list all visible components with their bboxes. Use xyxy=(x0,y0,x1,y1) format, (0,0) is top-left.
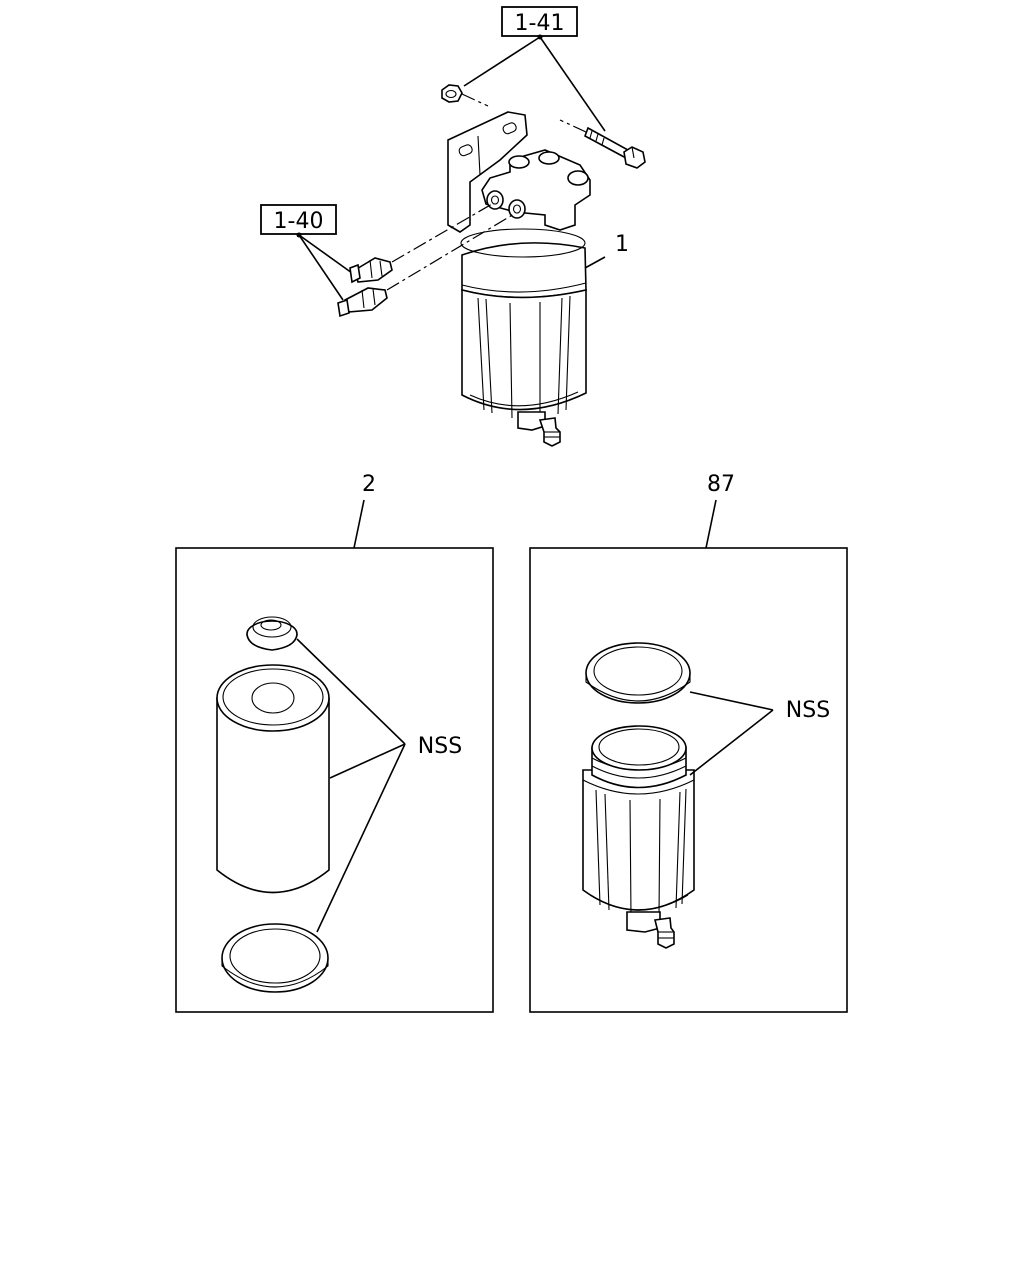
bowl-kit-drawing xyxy=(582,642,695,949)
callout-element-2: 2 xyxy=(362,472,376,497)
leader-2 xyxy=(353,499,365,549)
bowl-kit-panel xyxy=(529,547,848,1013)
filter-assembly-drawing xyxy=(337,84,646,447)
callout-nss-right: NSS xyxy=(786,698,830,723)
banjo-fittings xyxy=(337,257,393,318)
filter-bowl-body xyxy=(460,228,587,447)
leader-1-40 xyxy=(296,232,353,301)
callout-bowl-87: 87 xyxy=(707,472,735,497)
element-kit-drawing xyxy=(216,616,330,993)
element-kit-panel xyxy=(175,547,494,1013)
callout-ref-1-41-label: 1-41 xyxy=(515,11,565,36)
callout-nss-left: NSS xyxy=(418,734,462,759)
callout-ref-1-41[interactable]: 1-41 xyxy=(501,6,578,37)
leader-nss-right xyxy=(689,691,774,776)
leader-1 xyxy=(584,256,606,269)
callout-assembly-1: 1 xyxy=(615,232,629,257)
nut xyxy=(441,84,463,103)
bolt xyxy=(584,126,646,169)
leader-87 xyxy=(705,499,717,549)
leader-1-41 xyxy=(463,34,606,132)
callout-ref-1-40[interactable]: 1-40 xyxy=(260,204,337,235)
mounting-bracket xyxy=(447,111,528,233)
filter-head xyxy=(481,149,591,231)
callout-ref-1-40-label: 1-40 xyxy=(274,209,324,234)
leader-nss-left xyxy=(296,638,406,933)
